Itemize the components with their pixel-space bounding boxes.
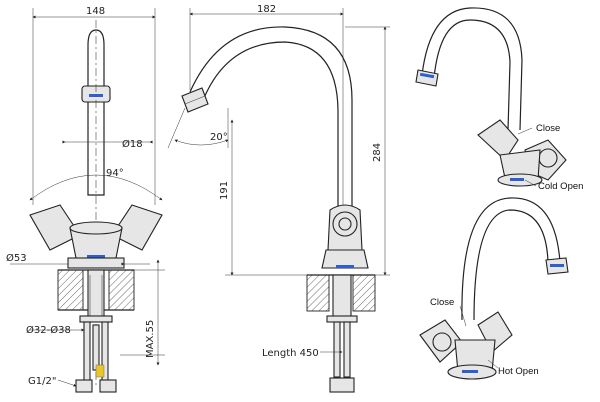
side-view: 182 20° 191 284 [167, 4, 390, 393]
dim-spout-height: 191 [219, 181, 230, 200]
dim-max-thickness: MAX.55 [145, 320, 156, 358]
dim-thread: G1/2" [28, 376, 56, 387]
dim-width-top: 148 [86, 6, 105, 17]
callout-hot-open: Hot Open [498, 366, 539, 377]
dim-spout-diameter: Ø18 [122, 138, 143, 150]
dim-hose-length: Length 450 [262, 348, 319, 359]
front-view: 148 Ø18 94° Ø53 [6, 6, 165, 393]
dim-base-diameter: Ø53 [6, 252, 27, 264]
dim-spout-reach: 182 [257, 4, 276, 15]
callout-cold-open: Cold Open [538, 181, 583, 192]
callout-top-close: Close [536, 123, 560, 134]
callout-bottom-close: Close [430, 297, 454, 308]
iso-view-hot: Close Hot Open [419, 197, 569, 380]
dim-rotation-angle: 94° [106, 168, 124, 179]
iso-view-cold: Close Cold Open [415, 7, 583, 192]
dim-total-height: 284 [372, 143, 383, 162]
dim-hole-diameter: Ø32-Ø38 [26, 324, 71, 336]
dim-spout-angle: 20° [210, 132, 228, 143]
